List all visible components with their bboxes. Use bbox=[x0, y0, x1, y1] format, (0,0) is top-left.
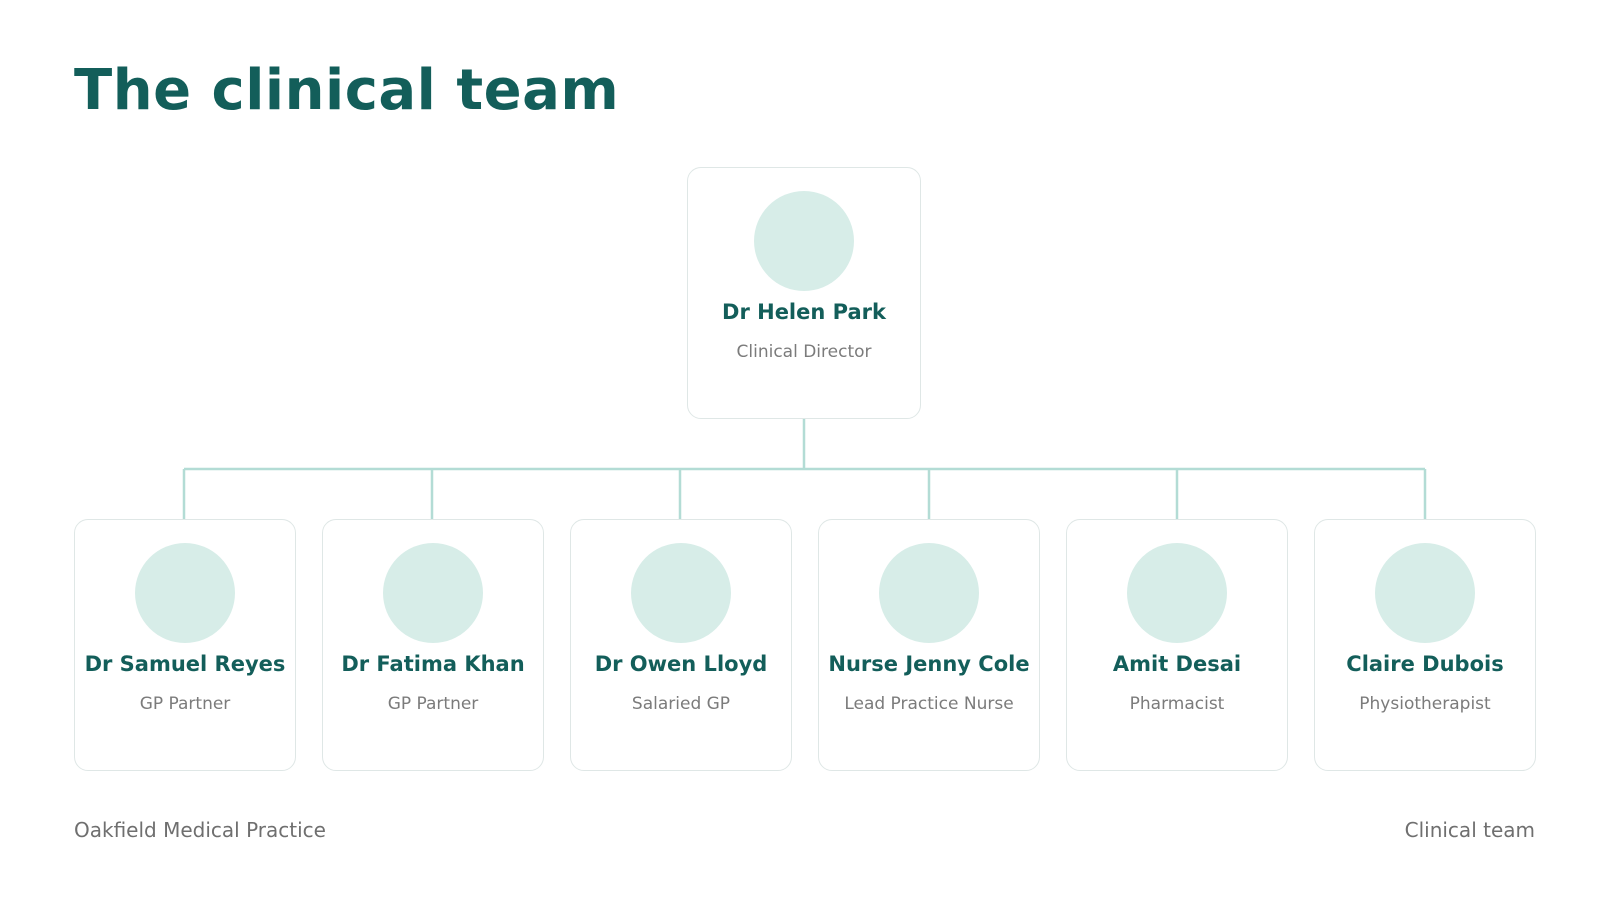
avatar bbox=[383, 543, 483, 643]
member-name: Dr Samuel Reyes bbox=[84, 652, 286, 676]
lead-role: Clinical Director bbox=[736, 342, 872, 362]
team-member-card: Nurse Jenny Cole Lead Practice Nurse bbox=[818, 519, 1040, 771]
member-role: GP Partner bbox=[387, 694, 479, 714]
avatar bbox=[1127, 543, 1227, 643]
page-title: The clinical team bbox=[74, 58, 620, 123]
avatar bbox=[631, 543, 731, 643]
footer-section-label: Clinical team bbox=[1404, 818, 1535, 842]
lead-name: Dr Helen Park bbox=[722, 300, 886, 324]
member-role: Lead Practice Nurse bbox=[844, 694, 1014, 714]
team-member-card: Dr Owen Lloyd Salaried GP bbox=[570, 519, 792, 771]
avatar bbox=[135, 543, 235, 643]
footer-practice-name: Oakfield Medical Practice bbox=[74, 818, 326, 842]
member-role: GP Partner bbox=[139, 694, 231, 714]
team-member-card: Dr Samuel Reyes GP Partner bbox=[74, 519, 296, 771]
member-name: Amit Desai bbox=[1112, 652, 1242, 676]
team-member-card: Amit Desai Pharmacist bbox=[1066, 519, 1288, 771]
avatar bbox=[879, 543, 979, 643]
team-member-card: Claire Dubois Physiotherapist bbox=[1314, 519, 1536, 771]
team-member-card: Dr Fatima Khan GP Partner bbox=[322, 519, 544, 771]
lead-card: Dr Helen Park Clinical Director bbox=[687, 167, 921, 419]
member-role: Salaried GP bbox=[631, 694, 731, 714]
member-name: Claire Dubois bbox=[1346, 652, 1504, 676]
member-role: Pharmacist bbox=[1129, 694, 1225, 714]
member-name: Dr Owen Lloyd bbox=[594, 652, 768, 676]
member-name: Nurse Jenny Cole bbox=[828, 652, 1030, 676]
member-name: Dr Fatima Khan bbox=[341, 652, 525, 676]
avatar bbox=[754, 191, 854, 291]
avatar bbox=[1375, 543, 1475, 643]
member-role: Physiotherapist bbox=[1359, 694, 1491, 714]
